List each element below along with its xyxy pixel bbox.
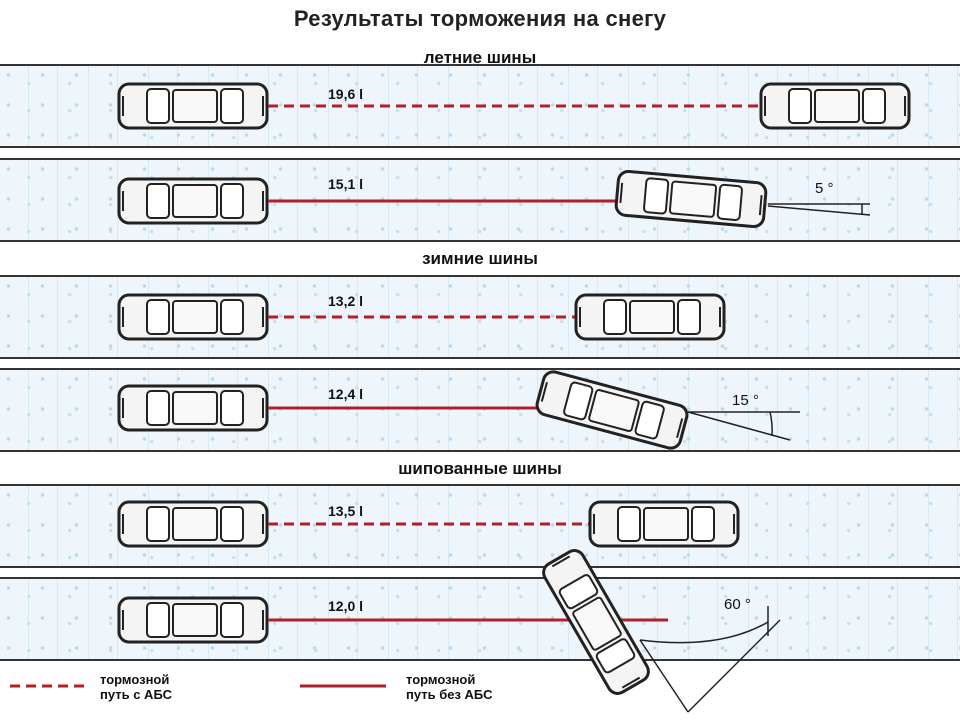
section-title-studded: шипованные шины [398, 459, 562, 478]
stop-car-3 [574, 293, 726, 341]
distance-label-3: 13,2 l [328, 293, 364, 309]
stop-car-1 [759, 82, 911, 130]
distance-label-5: 13,5 l [328, 503, 364, 519]
angle-line-2b [767, 205, 871, 216]
distance-label-6: 12,0 l [328, 598, 364, 614]
start-car-4 [117, 384, 269, 432]
legend-noabs-label: тормозной путь без АБС [406, 672, 493, 702]
legend-abs-label-line2: путь с АБС [100, 687, 173, 702]
diagram-title: Результаты торможения на снегу [293, 6, 667, 31]
angle-arc-6 [639, 621, 769, 644]
angle-line-4b [687, 411, 791, 441]
angle-line-6b [687, 619, 781, 713]
angle-line-6a [639, 639, 689, 713]
stop-car-2 [613, 169, 769, 229]
start-car-6 [117, 596, 269, 644]
distance-label-4: 12,4 l [328, 386, 364, 402]
stop-car-4 [533, 368, 691, 452]
legend-noabs-label-line2: путь без АБС [406, 687, 493, 702]
section-title-winter: зимние шины [422, 249, 538, 268]
legend-noabs-label-line1: тормозной [406, 672, 476, 687]
legend-abs-label: тормозной путь с АБС [100, 672, 172, 702]
snow-lane-5 [0, 484, 960, 568]
start-car-3 [117, 293, 269, 341]
stop-car-6 [538, 545, 654, 699]
angle-label-4: 15 ° [732, 392, 759, 409]
distance-label-2: 15,1 l [328, 176, 364, 192]
start-car-5 [117, 500, 269, 548]
section-title-summer: летние шины [423, 48, 537, 67]
angle-label-2: 5 ° [815, 180, 834, 197]
start-car-1 [117, 82, 269, 130]
legend-abs-label-line1: тормозной [100, 672, 170, 687]
angle-arc-4 [769, 411, 773, 437]
start-car-2 [117, 177, 269, 225]
stop-car-5 [588, 500, 740, 548]
angle-label-6: 60 ° [724, 596, 751, 613]
distance-label-1: 19,6 l [328, 86, 364, 102]
